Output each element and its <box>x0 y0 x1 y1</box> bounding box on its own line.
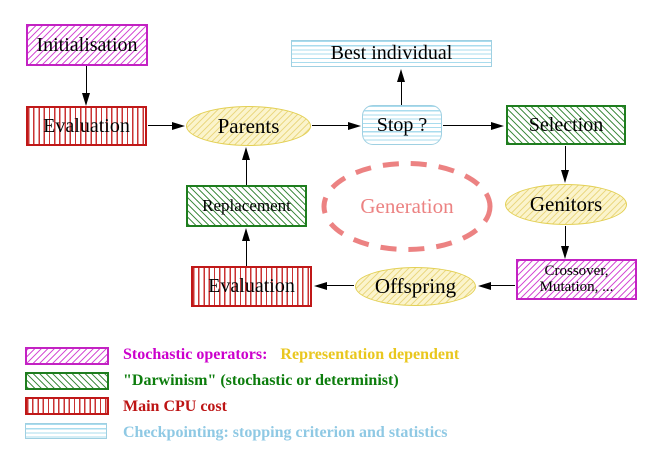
node-selection: Selection <box>506 105 626 145</box>
arrow-genitors-variation-head <box>561 246 569 259</box>
node-parents-label: Parents <box>217 113 280 138</box>
legend-swatch-checkpointing <box>25 423 107 439</box>
arrow-stop-selection-line <box>443 125 492 127</box>
node-replacement: Replacement <box>186 185 307 227</box>
arrow-selection-genitors-head <box>561 170 569 183</box>
node-replacement-label: Replacement <box>202 196 291 216</box>
legend-cpu-label: Main CPU cost <box>123 398 227 415</box>
legend-swatch-cpu <box>25 397 109 415</box>
node-offspring: Offspring <box>355 267 476 306</box>
legend-row-stochastic: Stochastic operators: Representation dep… <box>123 346 459 364</box>
legend-darwinism-label: "Darwinism" (stochastic or determinist) <box>123 372 399 389</box>
arrow-genitors-variation-line <box>565 226 567 247</box>
arrow-stop-selection-head <box>491 121 504 130</box>
arrow-parents-stop-line <box>312 125 349 127</box>
node-best-individual-label: Best individual <box>330 42 453 64</box>
node-initialisation-label: Initialisation <box>36 33 138 56</box>
arrow-eval-replacement-line <box>246 240 248 266</box>
legend-checkpointing-label: Checkpointing: stopping criterion and st… <box>123 424 448 441</box>
legend-swatch-stochastic <box>25 347 109 365</box>
arrow-variation-offspring-head <box>478 281 491 290</box>
node-stop-label: Stop ? <box>376 113 428 136</box>
node-selection-label: Selection <box>528 113 604 136</box>
node-evaluation-bottom: Evaluation <box>191 266 312 307</box>
legend-swatch-darwinism <box>25 372 109 390</box>
arrow-replacement-parents-line <box>246 159 248 185</box>
arrow-eval-parents-line <box>148 125 173 127</box>
arrow-stop-best-head <box>397 69 405 82</box>
arrow-selection-genitors-line <box>565 146 567 171</box>
node-mutation-label: Mutation, ... <box>539 278 614 295</box>
arrow-eval-parents-head <box>172 121 185 130</box>
node-crossover-mutation: Crossover, Mutation, ... <box>516 259 637 300</box>
arrow-eval-replacement-head <box>242 228 250 241</box>
node-genitors-label: Genitors <box>529 192 603 217</box>
node-offspring-label: Offspring <box>374 274 457 299</box>
node-crossover-label: Crossover, <box>544 262 609 279</box>
node-evaluation-bottom-label: Evaluation <box>208 275 295 297</box>
node-initialisation: Initialisation <box>26 24 148 66</box>
node-best-individual: Best individual <box>291 40 492 67</box>
arrow-parents-stop-head <box>348 121 361 130</box>
arrow-stop-best-line <box>401 82 403 105</box>
arrow-init-eval-head <box>82 93 90 106</box>
node-genitors: Genitors <box>505 184 627 225</box>
legend-stochastic-label: Stochastic operators: <box>123 346 268 363</box>
arrow-init-eval-line <box>86 66 88 94</box>
node-stop: Stop ? <box>362 105 442 145</box>
node-parents: Parents <box>186 106 311 146</box>
node-evaluation-top: Evaluation <box>26 106 147 146</box>
node-evaluation-top-label: Evaluation <box>43 114 130 137</box>
node-generation: Generation <box>318 158 496 255</box>
arrow-offspring-eval-head <box>314 281 327 290</box>
arrow-variation-offspring-line <box>491 285 515 287</box>
legend-representation-label: Representation dependent <box>280 346 460 363</box>
arrow-replacement-parents-head <box>242 147 250 160</box>
node-generation-label: Generation <box>360 194 454 219</box>
arrow-offspring-eval-line <box>327 285 354 287</box>
generation-dashed-ellipse <box>321 161 493 252</box>
